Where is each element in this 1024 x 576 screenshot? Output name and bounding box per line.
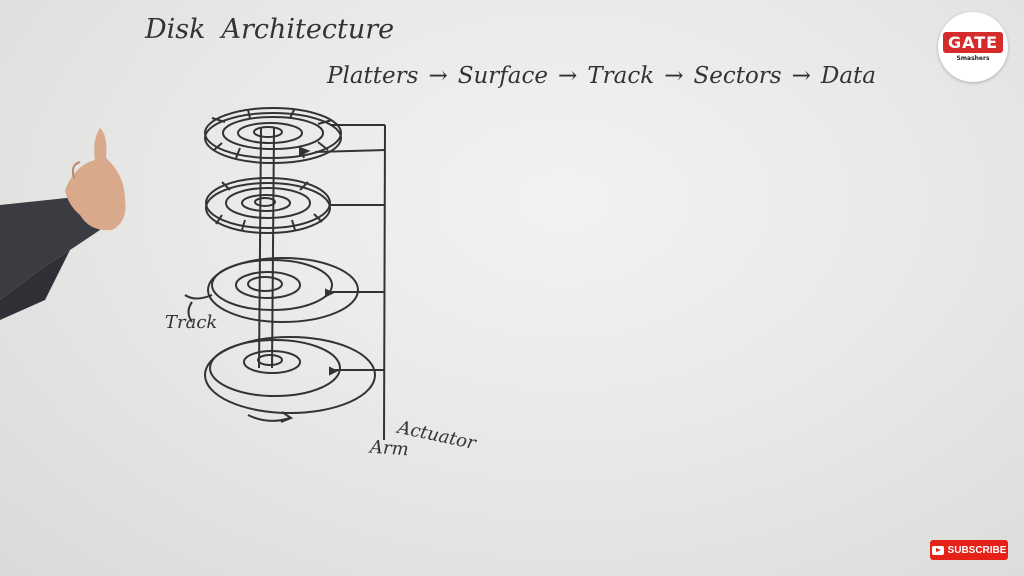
- channel-logo: GATE Smashers: [938, 12, 1008, 82]
- presenter-arm: [0, 128, 126, 320]
- subscribe-button[interactable]: SUBSCRIBE: [930, 540, 1008, 560]
- platter-2: [205, 177, 331, 234]
- flow-arrow: →: [664, 63, 684, 89]
- title-word-architecture: Architecture: [221, 14, 395, 45]
- flow-step-data: Data: [820, 63, 876, 89]
- subscribe-label: SUBSCRIBE: [947, 544, 1007, 556]
- arm-label: Arm: [369, 436, 410, 461]
- board-title: Disk Architecture: [145, 14, 394, 45]
- track-label: Track: [165, 312, 218, 333]
- play-icon: [931, 545, 944, 555]
- logo-text: GATE: [942, 32, 1004, 53]
- logo-subtext: Smashers: [956, 55, 990, 62]
- flow-arrow: →: [558, 63, 578, 89]
- platter-stack: [184, 107, 386, 441]
- flow-step-platters: Platters: [327, 63, 419, 89]
- actuator-assembly: [299, 124, 386, 441]
- flow-step-sectors: Sectors: [693, 63, 782, 89]
- flow-arrow: →: [791, 63, 811, 89]
- flow-step-surface: Surface: [457, 63, 549, 89]
- platter-4: [204, 336, 376, 414]
- spindle: [258, 127, 275, 369]
- hierarchy-flow: Platters → Surface → Track → Sectors → Data: [327, 63, 886, 89]
- flow-arrow: →: [428, 63, 448, 89]
- flow-step-track: Track: [587, 63, 655, 89]
- title-word-disk: Disk: [145, 14, 206, 45]
